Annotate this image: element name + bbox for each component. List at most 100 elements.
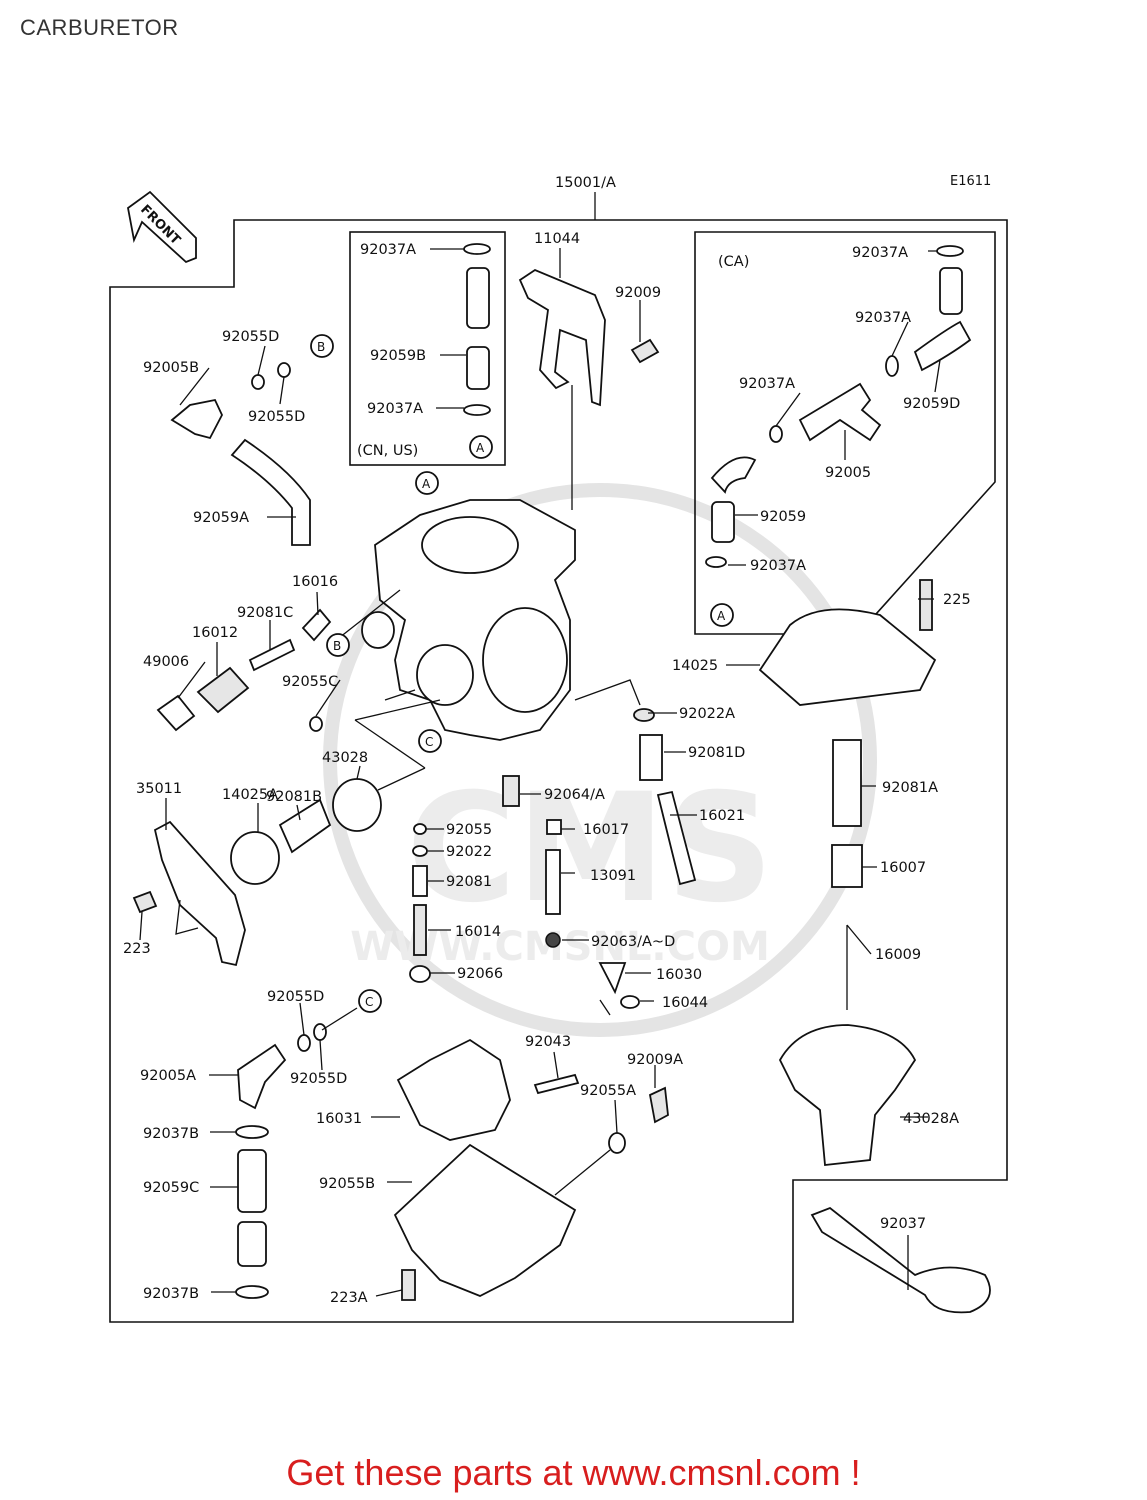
float-bowl-icon bbox=[393, 1143, 577, 1297]
diaphragm-icon bbox=[332, 778, 382, 832]
main-jet-icon bbox=[545, 932, 561, 948]
part-label: 92081D bbox=[688, 745, 745, 761]
watermark-ring bbox=[323, 483, 877, 1037]
screw-icon bbox=[301, 608, 332, 642]
float-icon bbox=[396, 1038, 511, 1141]
part-label: 92005B bbox=[143, 360, 199, 376]
clip-icon bbox=[235, 1285, 269, 1299]
callout-circle bbox=[310, 334, 334, 358]
clip-icon bbox=[463, 243, 491, 255]
tee-fitting-icon bbox=[798, 382, 882, 442]
hose-icon bbox=[939, 267, 963, 315]
part-label: 225 bbox=[943, 592, 971, 608]
drain-fitting-icon bbox=[237, 1043, 287, 1110]
part-label: 223A bbox=[330, 1290, 368, 1306]
subset-box-cn-us bbox=[349, 231, 506, 466]
spring-icon bbox=[278, 798, 332, 854]
o-ring-icon bbox=[251, 374, 265, 390]
clip-icon bbox=[620, 995, 640, 1009]
plug-icon bbox=[409, 965, 431, 983]
part-label: 16014 bbox=[455, 924, 501, 940]
footer-cta-link[interactable]: Get these parts at www.cmsnl.com ! bbox=[286, 1452, 861, 1493]
fitting-icon bbox=[170, 398, 224, 440]
part-label: 92064/A bbox=[544, 787, 605, 803]
screw-icon bbox=[401, 1269, 416, 1301]
part-label: 16012 bbox=[192, 625, 238, 641]
needle-holder-icon bbox=[831, 844, 863, 888]
part-label: 16031 bbox=[316, 1111, 362, 1127]
spring-icon bbox=[639, 734, 663, 781]
clip-icon bbox=[463, 404, 491, 416]
carburetor-port bbox=[361, 611, 395, 649]
bracket-icon bbox=[518, 268, 606, 407]
screw-icon bbox=[196, 666, 250, 714]
part-label: 92059A bbox=[193, 510, 249, 526]
part-label: 92037B bbox=[143, 1126, 199, 1142]
callout-b-2: B bbox=[333, 639, 341, 653]
carburetor-venturi bbox=[482, 607, 568, 713]
vacuum-piston-icon bbox=[778, 1024, 917, 1166]
part-label: 92055D bbox=[222, 329, 279, 345]
part-label: 92059D bbox=[903, 396, 960, 412]
assembly-outline bbox=[109, 219, 1008, 1323]
callout-circle bbox=[326, 633, 350, 657]
part-label: 92059C bbox=[143, 1180, 199, 1196]
hose-icon bbox=[230, 438, 311, 546]
part-label: 16009 bbox=[875, 947, 921, 963]
washer-icon bbox=[633, 708, 655, 722]
part-label: 92005 bbox=[825, 465, 871, 481]
part-label: 92063/A~D bbox=[591, 934, 675, 950]
jet-icon bbox=[546, 819, 562, 835]
part-label: 35011 bbox=[136, 781, 182, 797]
part-label: 92055C bbox=[282, 674, 338, 690]
part-label: 92037A bbox=[855, 310, 911, 326]
part-label: 16016 bbox=[292, 574, 338, 590]
part-label: 16021 bbox=[699, 808, 745, 824]
spring-icon bbox=[248, 638, 296, 672]
callout-circle bbox=[710, 603, 734, 627]
part-label: 92055D bbox=[267, 989, 324, 1005]
callout-c-1: C bbox=[425, 735, 433, 749]
float-valve-icon bbox=[598, 962, 627, 995]
screw-icon bbox=[919, 579, 933, 631]
carburetor-port bbox=[416, 644, 474, 706]
part-label: 92009 bbox=[615, 285, 661, 301]
part-label: 92037A bbox=[852, 245, 908, 261]
hose-icon bbox=[237, 1221, 267, 1267]
part-label: 92009A bbox=[627, 1052, 683, 1068]
callout-c-2: C bbox=[365, 995, 373, 1009]
subset-region-ca: (CA) bbox=[718, 254, 749, 270]
washer-icon bbox=[412, 845, 428, 857]
screw-icon bbox=[413, 904, 427, 956]
o-ring-icon bbox=[277, 362, 291, 378]
knob-icon bbox=[156, 694, 196, 732]
part-label: 43028A bbox=[903, 1111, 959, 1127]
callout-circle bbox=[418, 729, 442, 753]
part-label: 16044 bbox=[662, 995, 708, 1011]
part-label: 92037A bbox=[360, 242, 416, 258]
part-label: 92059B bbox=[370, 348, 426, 364]
screw-icon bbox=[132, 890, 158, 914]
part-label: 16017 bbox=[583, 822, 629, 838]
part-label: 92005A bbox=[140, 1068, 196, 1084]
hose-icon bbox=[466, 346, 490, 390]
hose-icon bbox=[237, 1149, 267, 1213]
hose-icon bbox=[466, 267, 490, 329]
part-label: 49006 bbox=[143, 654, 189, 670]
part-label: 92081C bbox=[237, 605, 293, 621]
hose-icon bbox=[711, 501, 735, 543]
part-label: 16030 bbox=[656, 967, 702, 983]
part-label: 92037A bbox=[739, 376, 795, 392]
clip-icon bbox=[769, 425, 783, 443]
subset-box-ca bbox=[694, 231, 996, 635]
hose-icon bbox=[710, 456, 757, 494]
part-label: 92055D bbox=[248, 409, 305, 425]
cover-icon bbox=[230, 831, 280, 885]
throttle-screw-icon bbox=[656, 790, 697, 886]
callout-markers: A A A B B C C bbox=[310, 334, 734, 1013]
part-label: 16007 bbox=[880, 860, 926, 876]
front-arrow-icon: FRONT bbox=[127, 190, 197, 264]
clip-icon bbox=[885, 355, 899, 377]
part-label: 92022A bbox=[679, 706, 735, 722]
part-label: 92043 bbox=[525, 1034, 571, 1050]
